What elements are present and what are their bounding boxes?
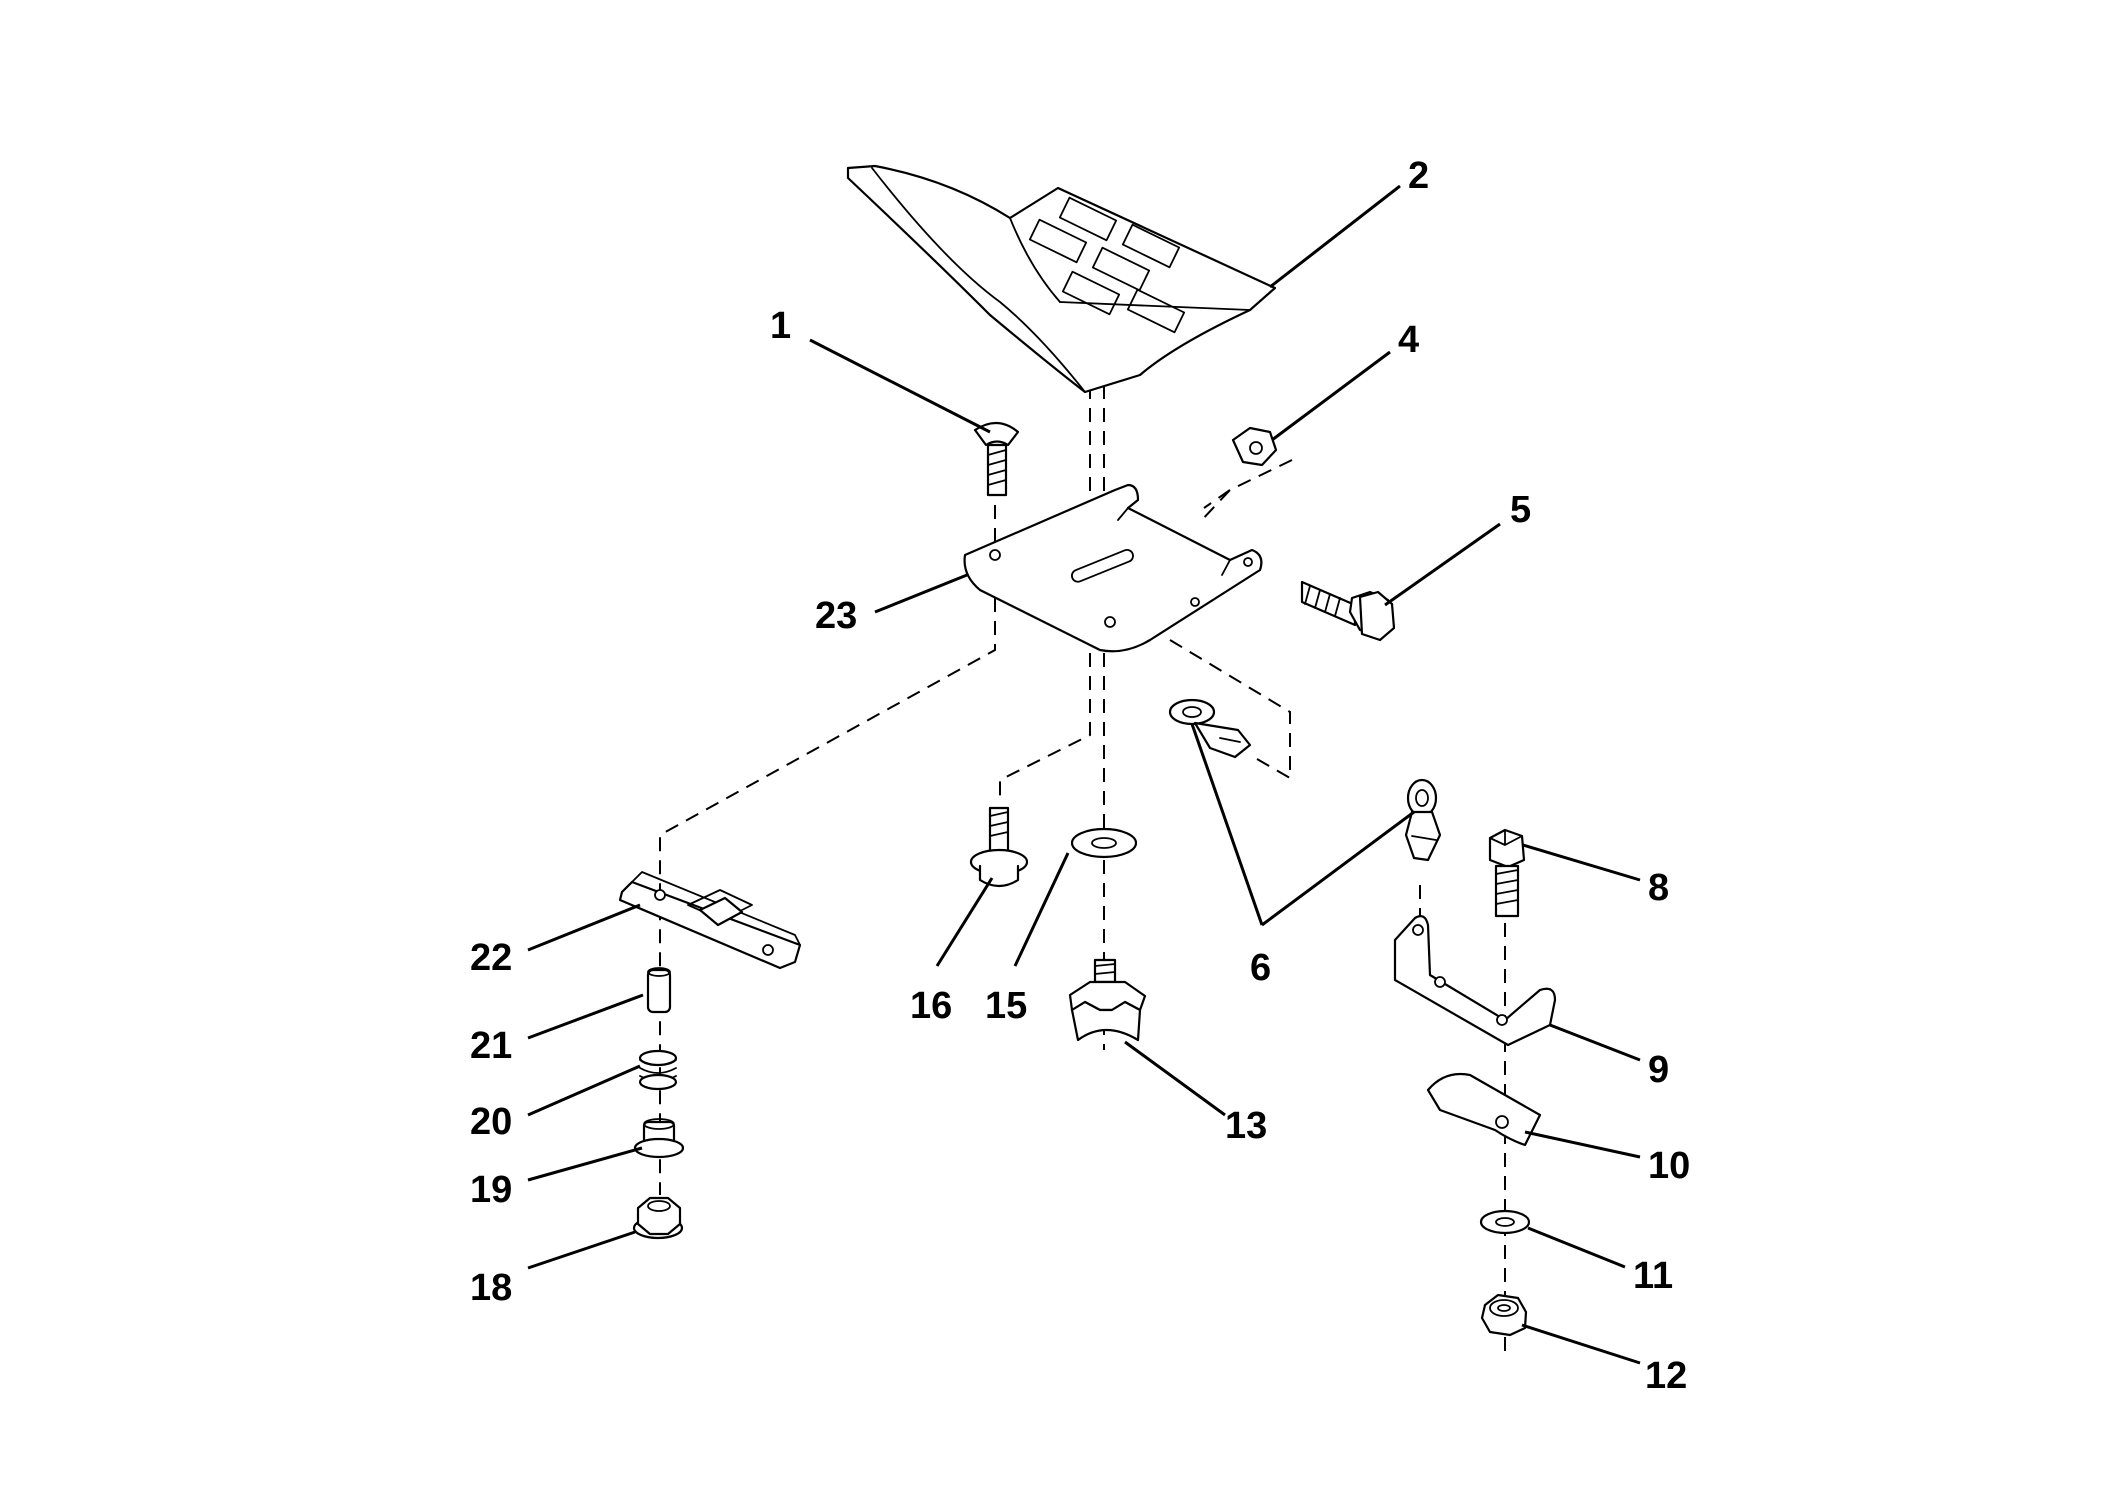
track-plate <box>618 871 802 970</box>
seat <box>846 164 1277 394</box>
callout-5: 5 <box>1510 489 1531 531</box>
callout-labels: 1 2 4 5 23 6 8 9 10 11 12 13 15 16 22 21… <box>470 155 1690 1397</box>
hex-bolt <box>1300 580 1396 642</box>
callout-10: 10 <box>1648 1145 1690 1187</box>
callout-23: 23 <box>815 595 857 637</box>
callout-2: 2 <box>1408 155 1429 197</box>
coil-spring <box>638 1049 678 1091</box>
cap-screw <box>1488 828 1526 918</box>
callout-15: 15 <box>985 985 1027 1027</box>
callout-8: 8 <box>1648 867 1669 909</box>
flat-washer <box>1070 827 1138 859</box>
seat-pan <box>963 483 1263 653</box>
callout-21: 21 <box>470 1025 512 1067</box>
callout-16: 16 <box>910 985 952 1027</box>
adjust-knob <box>1068 958 1147 1042</box>
carriage-bolt <box>973 421 1020 497</box>
callout-11: 11 <box>1633 1255 1673 1297</box>
seat-clips <box>1168 698 1442 862</box>
shoulder-bolt <box>969 806 1029 888</box>
leader-lines <box>527 184 1641 1365</box>
callout-22: 22 <box>470 937 512 979</box>
washer-right <box>1479 1209 1531 1235</box>
callout-1: 1 <box>770 305 791 347</box>
adjust-bracket <box>1393 915 1557 1047</box>
flange-nut <box>632 1196 684 1240</box>
lock-nut <box>1480 1293 1528 1337</box>
hex-nut <box>1231 426 1278 467</box>
callout-9: 9 <box>1648 1049 1669 1091</box>
clamp-plate <box>1426 1072 1542 1147</box>
spring-pin <box>646 967 672 1014</box>
callout-6: 6 <box>1250 947 1271 989</box>
callout-4: 4 <box>1398 319 1419 361</box>
callout-13: 13 <box>1225 1105 1267 1147</box>
callout-20: 20 <box>470 1101 512 1143</box>
flanged-spacer <box>633 1118 685 1159</box>
callout-18: 18 <box>470 1267 512 1309</box>
callout-12: 12 <box>1645 1355 1687 1397</box>
callout-19: 19 <box>470 1169 512 1211</box>
